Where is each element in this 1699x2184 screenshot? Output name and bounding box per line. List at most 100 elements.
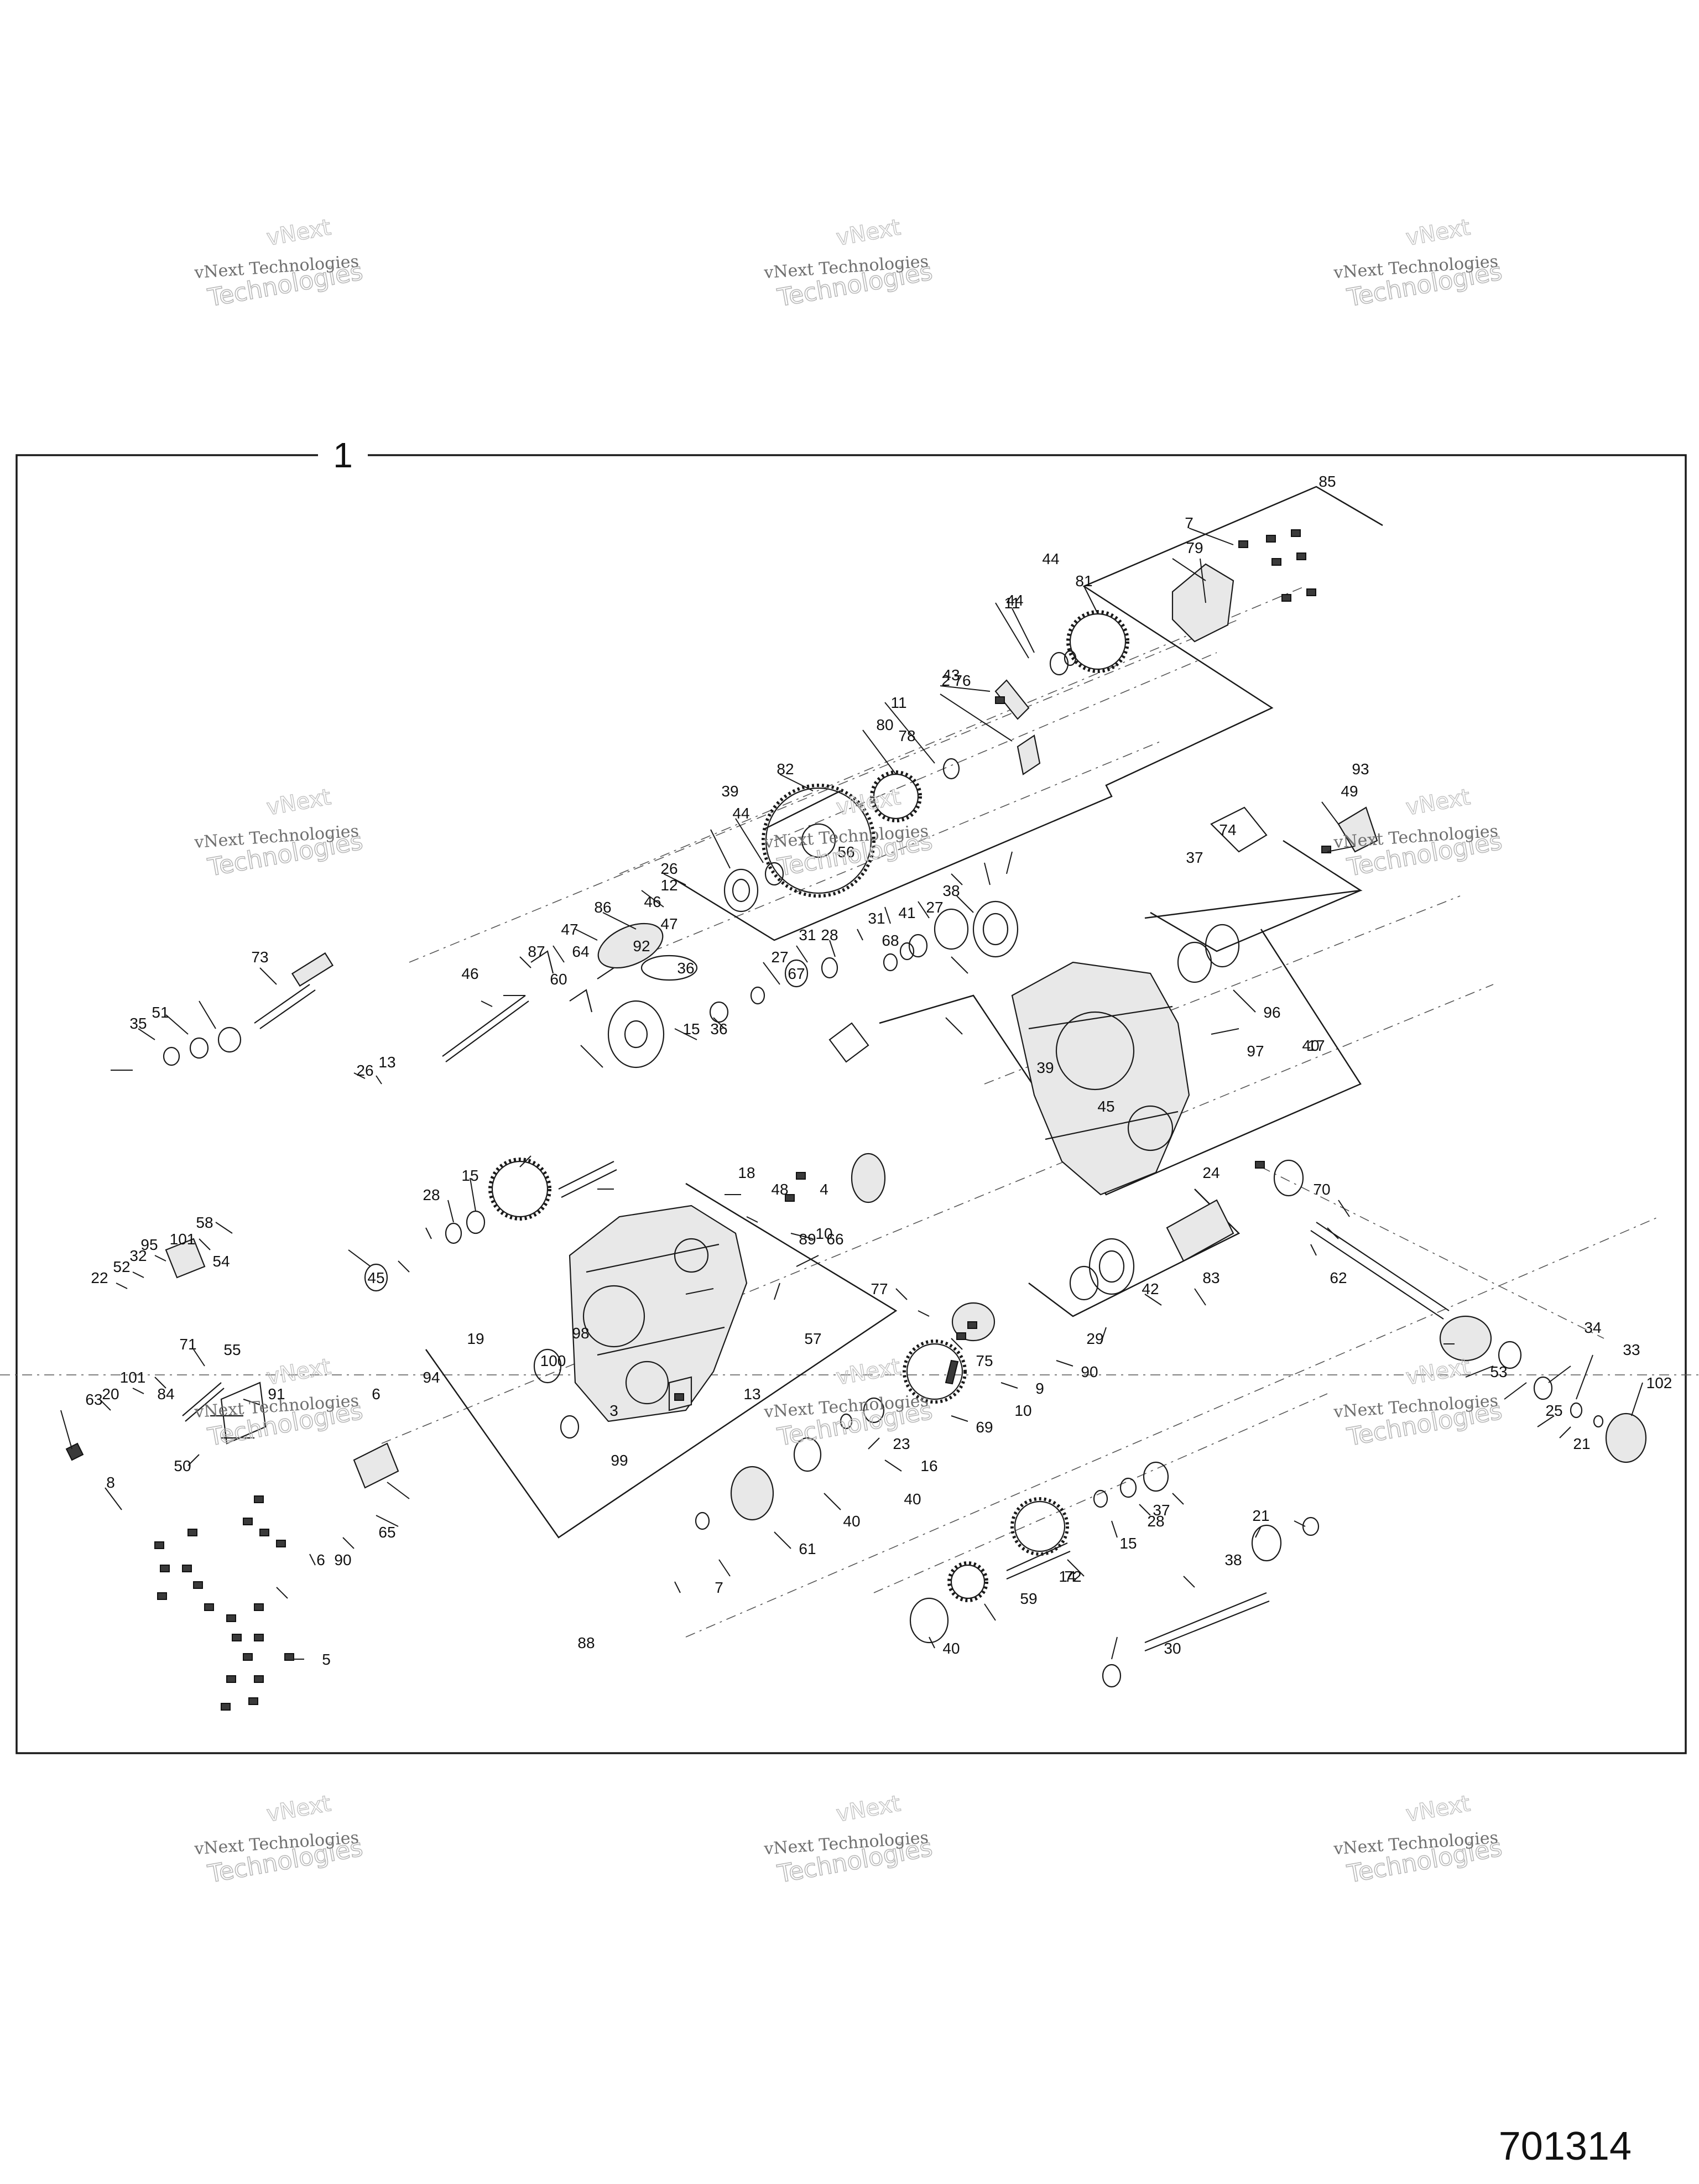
shift-components [165,563,1378,1489]
watermark-prefix: vNext [1404,1791,1472,1827]
watermark-prefix: vNext [835,1354,903,1390]
callout-10: 10 [815,1225,832,1242]
callout-7: 7 [715,1579,723,1596]
callout-42: 42 [1142,1280,1159,1297]
callout-34: 34 [1584,1319,1601,1336]
callout-67: 67 [788,965,805,982]
callout-82: 82 [776,760,794,778]
callout-99: 99 [611,1452,628,1469]
callout-90: 90 [334,1551,351,1568]
callout-69: 69 [976,1419,993,1436]
callout-60: 60 [550,971,567,988]
callout-25: 25 [1545,1402,1562,1419]
callout-50: 50 [174,1457,191,1474]
callout-73: 73 [251,948,268,966]
callout-5: 5 [322,1651,331,1668]
callout-61: 61 [799,1540,816,1557]
callout-93: 93 [1352,760,1369,778]
assembly-frame: 1 [15,435,1687,1754]
gear-69 [903,1339,967,1404]
callout-40: 40 [843,1513,860,1530]
callout-13: 13 [378,1054,395,1071]
callout-39: 39 [721,783,738,800]
callout-40: 40 [1302,1037,1319,1054]
leader-lines [60,528,1643,1660]
callout-90: 90 [1081,1363,1098,1380]
callout-81: 81 [1075,572,1092,590]
centre-lines [381,586,1660,1638]
watermark-prefix: vNext [265,1791,333,1827]
callout-27: 27 [926,899,943,916]
callout-71: 71 [179,1336,196,1353]
callout-29: 29 [1086,1330,1103,1347]
callout-24: 24 [1202,1164,1219,1181]
watermark-prefix: vNext [1404,1354,1472,1390]
callout-44: 44 [1006,592,1023,609]
callout-46: 46 [461,965,478,982]
assembly-number: 1 [333,435,353,475]
gear-59 [947,1561,988,1602]
callout-15: 15 [1119,1535,1137,1552]
callout-92: 92 [633,937,650,955]
callout-49: 49 [1341,783,1358,800]
callout-65: 65 [378,1524,395,1541]
callout-35: 35 [129,1015,147,1032]
callout-36: 36 [710,1020,727,1038]
gear-85 [1066,610,1129,673]
callout-labels: 2345667789101011111213131415151516171819… [85,473,1672,1668]
callout-44: 44 [1042,550,1059,567]
callout-45: 45 [1097,1098,1114,1115]
drawing-number: 701314 [1499,2124,1632,2169]
callout-101: 101 [170,1231,196,1248]
callout-70: 70 [1313,1181,1330,1198]
callout-7: 7 [1185,514,1194,531]
callout-78: 78 [898,727,915,744]
callout-84: 84 [157,1385,174,1403]
callout-57: 57 [804,1330,821,1347]
watermark-prefix: vNext [265,784,333,821]
callout-21: 21 [1573,1435,1590,1452]
callout-40: 40 [942,1640,960,1657]
callout-63: 63 [85,1391,102,1408]
gear-86 [762,784,875,898]
callout-28: 28 [1147,1513,1164,1530]
callout-64: 64 [572,943,589,960]
callout-43: 43 [942,666,960,684]
callout-62: 62 [1330,1269,1347,1286]
callout-44: 44 [732,805,749,822]
callout-4: 4 [820,1181,828,1198]
callout-48: 48 [771,1181,788,1198]
callout-79: 79 [1186,539,1203,556]
callout-32: 32 [129,1247,147,1264]
callout-77: 77 [871,1280,888,1297]
callout-102: 102 [1646,1374,1672,1391]
callout-40: 40 [904,1490,921,1508]
callout-94: 94 [423,1369,440,1386]
callout-22: 22 [91,1269,108,1286]
callout-86: 86 [594,899,611,916]
watermark-prefix: vNext [1404,784,1472,821]
callout-55: 55 [223,1341,241,1358]
callout-38: 38 [1224,1551,1242,1568]
callout-80: 80 [876,716,893,733]
callout-89: 89 [799,1231,816,1248]
callout-85: 85 [1318,473,1336,490]
callout-23: 23 [893,1435,910,1452]
callout-30: 30 [1164,1640,1181,1657]
watermark-prefix: vNext [1404,215,1472,251]
callout-45: 45 [367,1269,384,1286]
callout-12: 12 [660,877,677,894]
callout-37: 37 [1153,1502,1170,1519]
callout-96: 96 [1263,1004,1280,1021]
callout-58: 58 [196,1214,213,1231]
callout-38: 38 [942,882,960,899]
watermark-prefix: vNext [835,215,903,251]
watermark-prefix: vNext [265,1354,333,1390]
gearcase-housing-left [569,1205,748,1422]
gear-72 [1010,1497,1069,1556]
callout-13: 13 [743,1385,760,1403]
callout-27: 27 [771,948,788,966]
callout-21: 21 [1252,1507,1269,1524]
callout-15: 15 [682,1020,700,1038]
callout-31: 31 [799,926,816,944]
